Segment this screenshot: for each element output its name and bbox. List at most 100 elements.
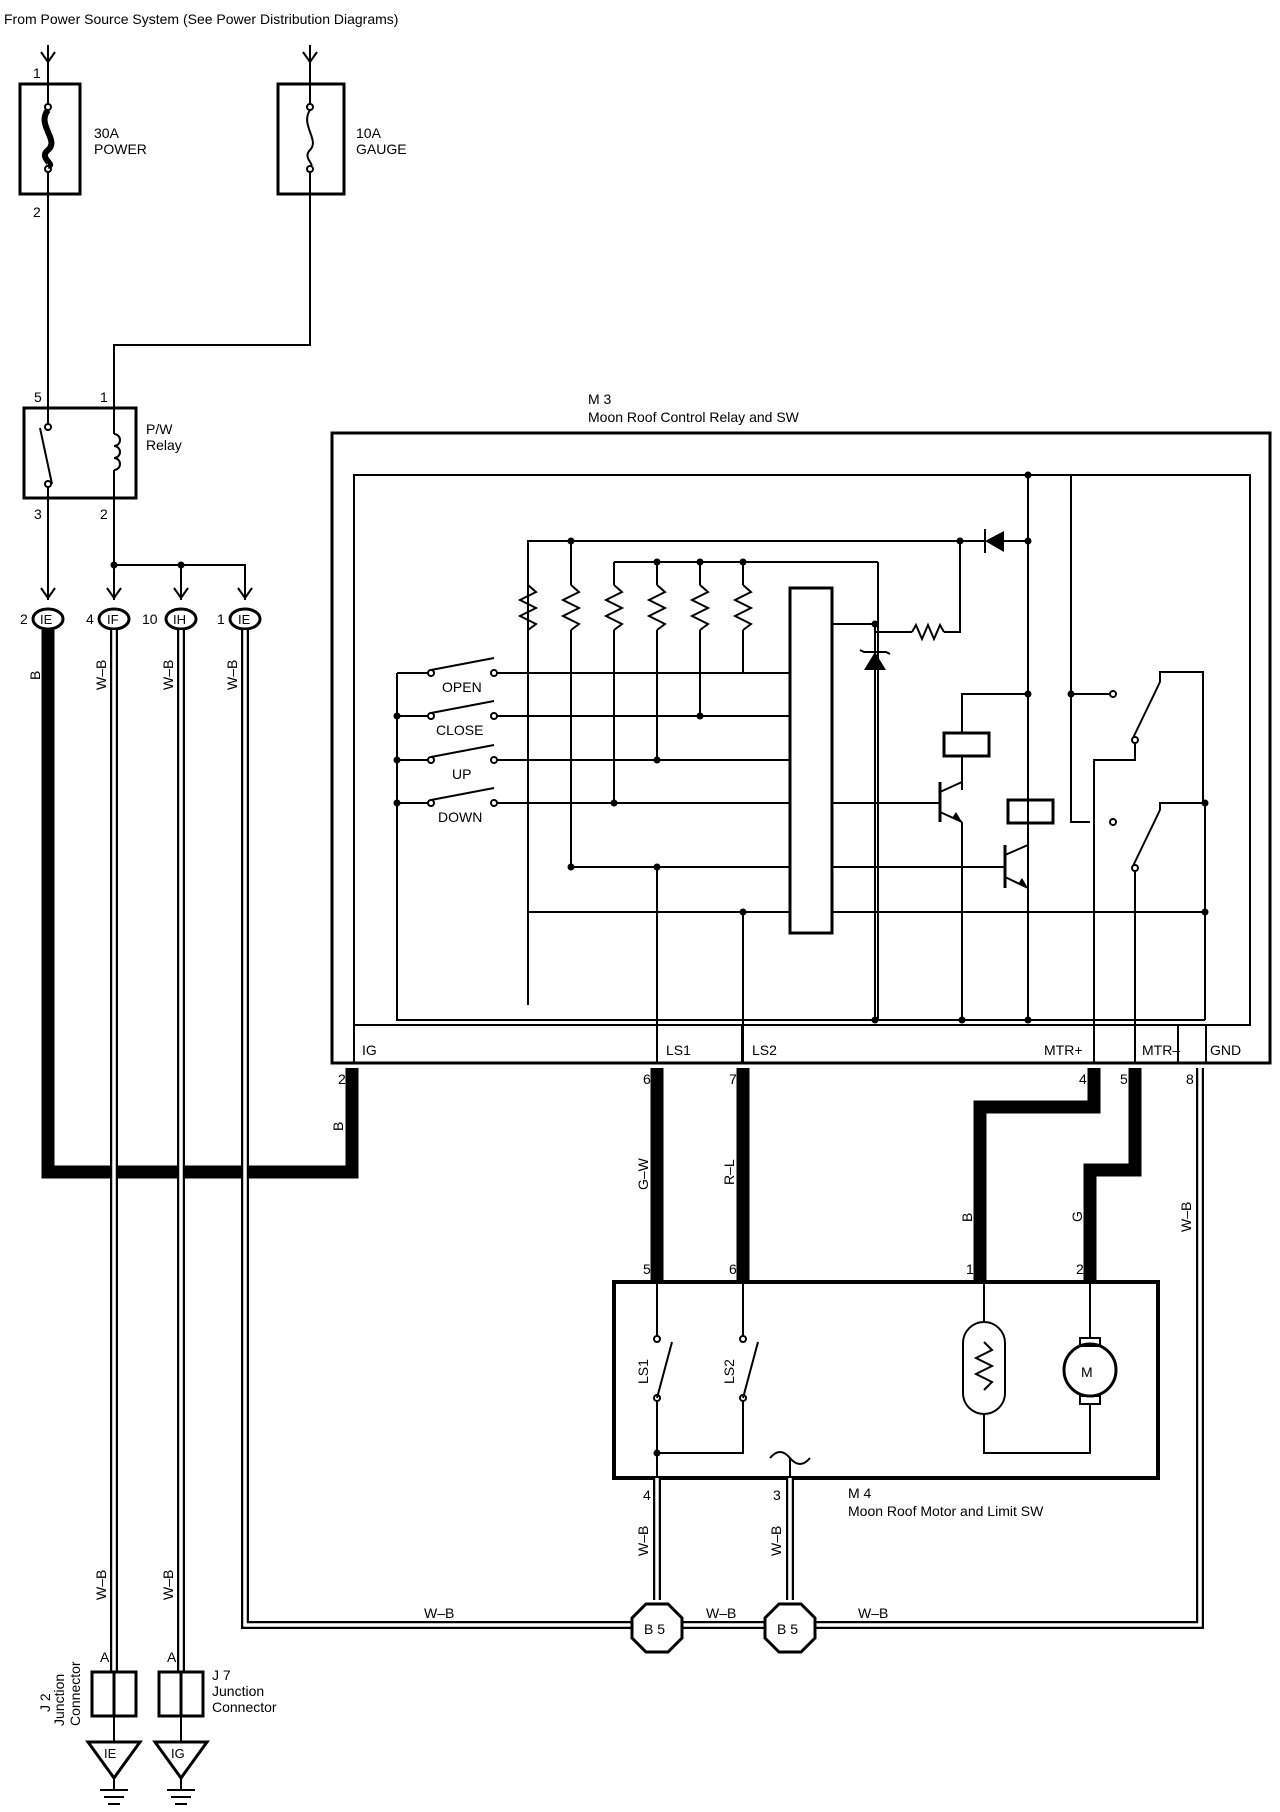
splice-b5-right: B 5 <box>763 1602 817 1654</box>
fuse-30a-pin-out: 2 <box>33 204 41 220</box>
pw-relay-pin-3: 3 <box>34 506 42 522</box>
wire-label: W–B <box>93 660 109 690</box>
m3-name: Moon Roof Control Relay and SW <box>588 409 800 425</box>
fuse-10a-gauge: 10A GAUGE <box>113 45 407 408</box>
junction-code: J 2 <box>37 1693 53 1712</box>
circuit-breaker-icon <box>962 1282 1091 1454</box>
m4-ls2-label: LS2 <box>721 1359 737 1384</box>
pw-relay: 5 1 P/W Relay 3 2 <box>22 389 182 522</box>
m4-code: M 4 <box>848 1485 872 1501</box>
m3-terminal-mtr-plus: MTR+ <box>1044 1042 1083 1058</box>
m3-terminal-mtr-minus: MTR– <box>1142 1042 1180 1058</box>
wire-label: W–B <box>93 1570 109 1600</box>
connector-id: IF <box>107 612 119 627</box>
header-source-text: From Power Source System (See Power Dist… <box>4 11 398 27</box>
m4-pin-6: 6 <box>729 1261 737 1277</box>
wire-label: W–B <box>160 660 176 690</box>
wire-g-mtr-minus <box>1083 1068 1142 1282</box>
fuse-30a-pin-in: 1 <box>33 65 41 81</box>
connector-id: IE <box>40 612 53 627</box>
junction-code: J 7 <box>212 1667 231 1683</box>
connector-id: IE <box>238 612 251 627</box>
switch-down: DOWN <box>397 787 790 825</box>
transistor-close-icon <box>832 823 1029 889</box>
m4-pin-3: 3 <box>773 1487 781 1503</box>
wire-label: B <box>959 1213 975 1222</box>
switch-label: OPEN <box>442 679 482 695</box>
switch-open: OPEN <box>397 657 790 695</box>
splice-b5-left: B 5 <box>630 1602 684 1654</box>
m4-name: Moon Roof Motor and Limit SW <box>848 1503 1044 1519</box>
wire-label: W–B <box>706 1605 736 1621</box>
wire-label: G–W <box>635 1157 651 1190</box>
connector-ih-10: 10 IH <box>142 607 198 631</box>
m3-terminal-ig: IG <box>362 1042 377 1058</box>
m3-pin-mtr-plus: 4 <box>1079 1071 1087 1087</box>
connector-pin: 4 <box>86 611 94 627</box>
junction-j2: A IE J 2 Junction Connector <box>37 1649 143 1805</box>
switch-close: CLOSE <box>397 700 790 738</box>
pw-relay-label-2: Relay <box>146 437 182 453</box>
relay-coil-close-icon <box>1006 694 1055 825</box>
m3-pin-ig: 2 <box>338 1071 346 1087</box>
wire-label: W–B <box>768 1526 784 1556</box>
wire-b-mtr-plus <box>973 1068 1101 1282</box>
zener-diode-icon <box>832 620 891 1024</box>
pw-relay-label-1: P/W <box>146 421 173 437</box>
wire-label: G <box>1069 1211 1085 1222</box>
wire-b-ig-feed <box>41 630 359 1179</box>
connector-id: IH <box>173 612 186 627</box>
fuse-30a-name: POWER <box>94 141 147 157</box>
ground-label: IE <box>104 1746 117 1761</box>
relay-coil-open-icon <box>942 693 1028 790</box>
junction-line2: Connector <box>212 1699 277 1715</box>
m4-ls1-label: LS1 <box>635 1359 651 1384</box>
wire-label: B <box>27 671 43 680</box>
m4-pin-1: 1 <box>966 1261 974 1277</box>
feedback-resistor <box>875 541 961 642</box>
wire-label: W–B <box>858 1605 888 1621</box>
connector-pin: 2 <box>20 611 28 627</box>
motor-symbol: M <box>1081 1364 1093 1380</box>
control-ic-block <box>788 586 834 935</box>
transistor-open-icon <box>832 781 966 1024</box>
diode-icon <box>960 529 1028 553</box>
wire-label: B <box>330 1122 346 1131</box>
wire-label: R–L <box>721 1159 737 1185</box>
connector-pin: 10 <box>142 611 158 627</box>
m3-pin-ls2: 7 <box>729 1071 737 1087</box>
wire-label: W–B <box>635 1526 651 1556</box>
motor-icon: M <box>1062 1282 1118 1414</box>
pw-relay-pin-1: 1 <box>100 389 108 405</box>
junction-pin: A <box>100 1649 110 1665</box>
connector-pin: 1 <box>217 611 225 627</box>
m4-motor-limit-box: LS1 LS2 M <box>612 1280 1160 1480</box>
switch-label: CLOSE <box>436 722 483 738</box>
connector-ie-1: 1 IE <box>217 607 262 631</box>
m3-terminal-gnd: GND <box>1210 1042 1241 1058</box>
junction-line1: Junction <box>51 1674 67 1726</box>
splice-label: B 5 <box>644 1621 665 1637</box>
m3-code: M 3 <box>588 391 612 407</box>
connector-ie-2: 2 IE <box>20 607 65 631</box>
resistor-bank <box>517 541 754 631</box>
pw-relay-pin-2: 2 <box>100 506 108 522</box>
switch-label: UP <box>452 766 471 782</box>
relay-coil-icon <box>113 433 121 471</box>
m4-pin-4: 4 <box>643 1487 651 1503</box>
wire-label: W–B <box>424 1605 454 1621</box>
m3-pin-gnd: 8 <box>1186 1071 1194 1087</box>
junction-pin: A <box>167 1649 177 1665</box>
m4-pin-5: 5 <box>643 1261 651 1277</box>
m3-terminal-ls1: LS1 <box>666 1042 691 1058</box>
switch-up: UP <box>397 744 790 782</box>
m4-pin-2: 2 <box>1076 1261 1084 1277</box>
m3-terminal-ls2: LS2 <box>752 1042 777 1058</box>
fuse-10a-amp: 10A <box>356 125 382 141</box>
relay-contact-lower <box>1109 802 1205 1062</box>
m3-control-relay-box: IG LS1 LS2 MTR+ MTR– GND <box>330 431 1272 1065</box>
splice-label: B 5 <box>777 1621 798 1637</box>
m3-pin-ls1: 6 <box>643 1071 651 1087</box>
fuse-link-icon <box>306 109 314 167</box>
